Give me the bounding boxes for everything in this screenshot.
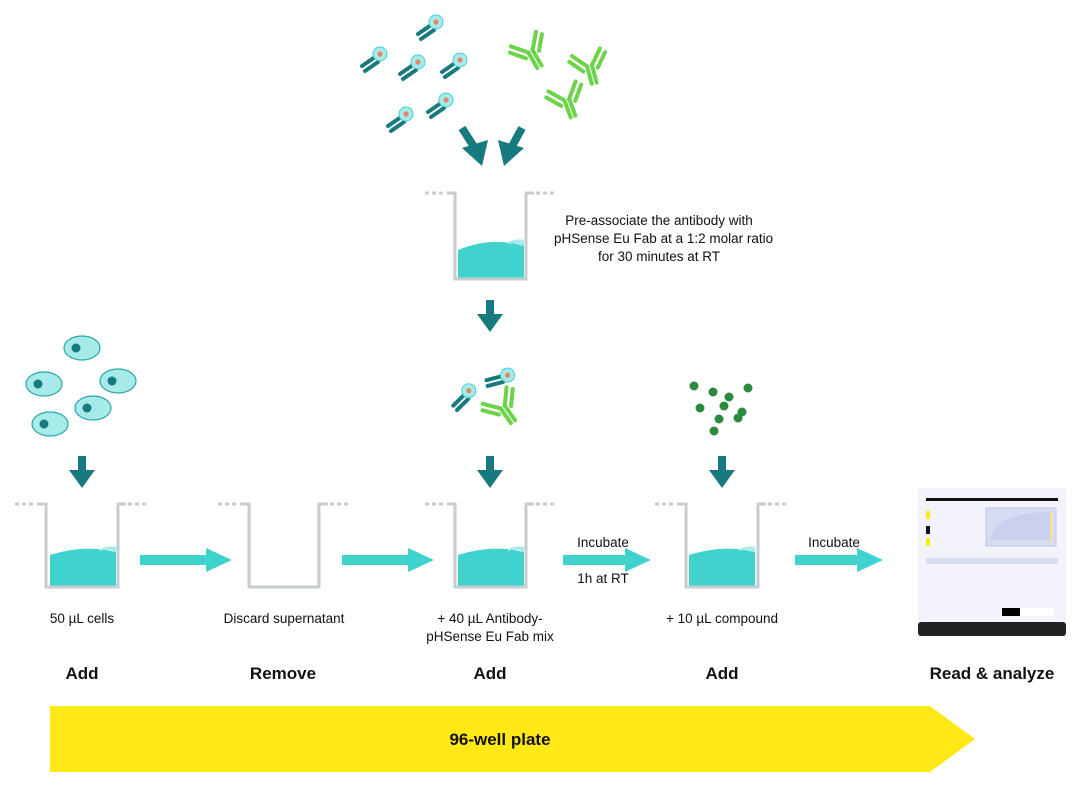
down-arrow-icon [477,300,503,332]
well-2-label: Discard supernatant [223,611,345,626]
antibody-icon [505,27,558,79]
well-compound [655,502,788,589]
step-3-title: Add [473,664,507,683]
down-arrow-icon [458,125,488,166]
right-arrow-icon [563,548,651,572]
well-antibody [425,502,556,589]
antibody-fab-complex [447,360,531,435]
cell-icon [25,371,63,397]
preassociation-line-3: for 30 minutes at RT [597,249,721,264]
plate-banner [50,706,975,772]
fab-group [360,13,469,133]
cell-icon [99,368,137,394]
incubate-1-top: Incubate [577,535,629,550]
down-arrow-icon [498,126,526,166]
preassociation-text: Pre-associate the antibody with pHSense … [554,212,774,266]
well-4-label: + 10 µL compound [666,611,778,626]
well-3-label-line-1: + 40 µL Antibody- [437,611,543,626]
antibody-icon [542,78,593,125]
well-empty [218,502,350,589]
antibody-icon [477,382,531,435]
step-1-title: Add [65,664,99,683]
step-5-title: Read & analyze [929,664,1055,683]
well-1-label: 50 µL cells [49,611,115,626]
right-arrow-icon [795,548,883,572]
incubate-1-bottom: 1h at RT [577,571,629,586]
fab-icon [360,45,389,73]
right-arrow-icon [140,548,232,572]
step-2-title: Remove [249,664,317,683]
preassociation-well [425,191,556,281]
banner-label: 96-well plate [449,730,551,749]
cell-group [25,335,137,437]
well-3-label-line-2: pHSense Eu Fab mix [426,629,554,644]
right-arrow-icon [342,548,434,572]
plate-reader-icon [918,488,1066,636]
well-3-label: + 40 µL Antibody- pHSense Eu Fab mix [414,610,566,646]
fab-icon [440,51,469,79]
fab-icon [386,105,415,133]
fab-icon [416,13,445,41]
cell-icon [74,395,112,421]
fab-icon [426,91,455,119]
cell-icon [63,335,101,361]
well-cells [15,502,148,589]
antibody-group [505,27,615,125]
incubate-2-top: Incubate [808,535,860,550]
fab-icon [447,380,481,413]
preassociation-line-1: Pre-associate the antibody with [565,213,753,228]
down-arrow-icon [477,456,503,488]
down-arrow-icon [709,456,735,488]
cell-icon [31,411,69,437]
step-4-title: Add [705,664,739,683]
preassociation-line-2: pHSense Eu Fab at a 1:2 molar ratio [554,231,774,246]
down-arrow-icon [69,456,95,488]
fab-icon [398,53,427,81]
compound-icon [689,381,753,436]
